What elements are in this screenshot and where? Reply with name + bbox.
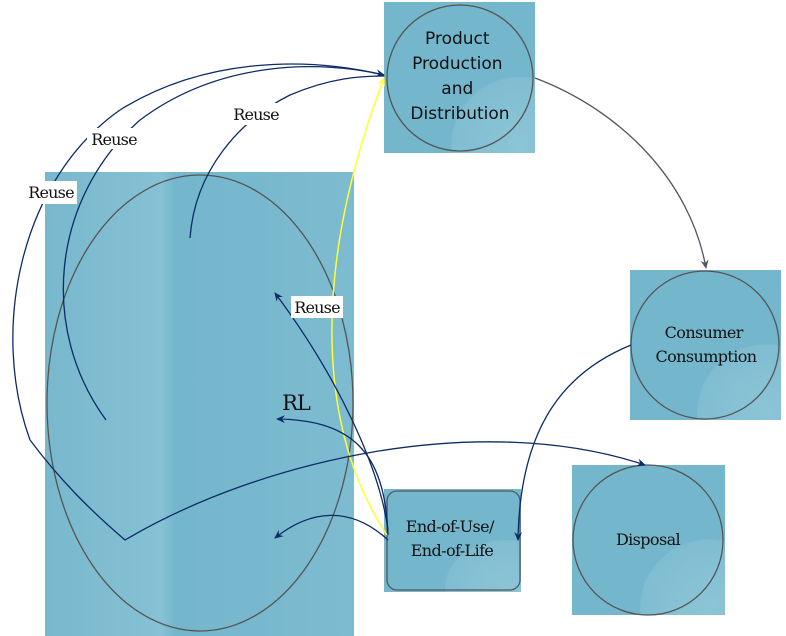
reverse-logistics-ellipse xyxy=(46,174,354,632)
consumption-label-line: Consumer xyxy=(665,323,744,342)
edge-rl-reuse-middle xyxy=(62,66,385,421)
reuse-label-top: Reuse xyxy=(228,103,284,125)
production-panel xyxy=(384,2,535,153)
production-node[interactable]: Product Production and Distribution xyxy=(384,2,535,153)
disposal-circle xyxy=(572,464,724,616)
end-of-life-label-line: End-of-Life xyxy=(411,541,494,560)
production-label: Product Production and Distribution xyxy=(410,29,509,124)
consumption-node[interactable]: Consumer Consumption xyxy=(630,270,781,420)
edge-production-to-consumption xyxy=(534,77,709,269)
end-of-life-label-line: End-of-Use/ xyxy=(406,517,495,536)
production-label-line: Production xyxy=(412,54,502,74)
end-of-life-panel xyxy=(384,489,521,592)
reuse-label-mid: Reuse xyxy=(291,296,343,318)
edge-end-of-life-to-production xyxy=(331,77,388,536)
reverse-logistics-node xyxy=(45,172,354,636)
production-circle xyxy=(386,4,534,152)
edge-end-of-life-rl xyxy=(276,415,389,536)
edge-rl-reuse-inner xyxy=(189,75,385,239)
reuse-label-mid-text: Reuse xyxy=(294,298,340,317)
disposal-panel xyxy=(572,465,725,615)
end-of-life-label: End-of-Use/ End-of-Life xyxy=(406,517,498,560)
edge-end-of-life-recovery xyxy=(274,514,389,541)
production-label-line: Product xyxy=(425,29,490,49)
disposal-node[interactable]: Disposal xyxy=(572,464,725,616)
consumption-panel xyxy=(630,270,781,420)
reuse-label-top-text: Reuse xyxy=(233,105,279,124)
reuse-label-left-upper: Reuse xyxy=(87,128,142,149)
reverse-logistics-panel xyxy=(45,172,354,636)
consumption-label-line: Consumption xyxy=(656,347,757,366)
end-of-life-node[interactable]: End-of-Use/ End-of-Life xyxy=(384,489,521,592)
reuse-label-left: Reuse xyxy=(25,181,77,204)
production-label-line: Distribution xyxy=(410,104,509,124)
consumption-label: Consumer Consumption xyxy=(656,323,757,366)
rl-label: RL xyxy=(282,391,311,415)
reuse-label-left-upper-text: Reuse xyxy=(91,130,137,149)
edge-rl-reuse-outer xyxy=(12,63,385,441)
edge-consumption-to-end-of-life xyxy=(514,344,632,541)
edge-rl-to-disposal xyxy=(29,439,646,541)
production-label-line: and xyxy=(441,79,473,99)
disposal-label: Disposal xyxy=(616,530,681,549)
reuse-label-left-text: Reuse xyxy=(28,183,74,202)
edge-end-of-life-reuse xyxy=(274,292,389,531)
